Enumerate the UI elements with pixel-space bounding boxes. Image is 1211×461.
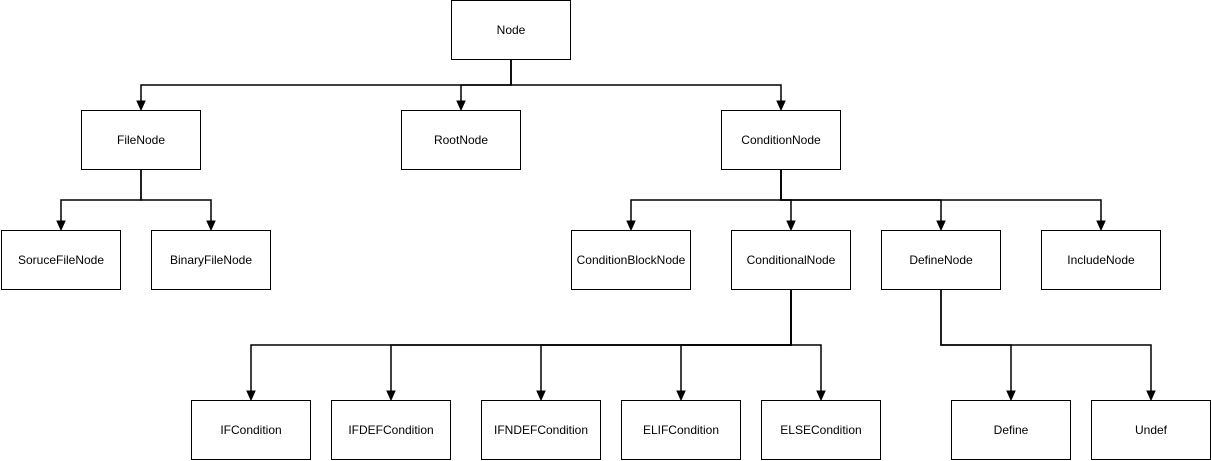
node-label: ELSECondition	[780, 423, 862, 437]
arrowhead-icon	[1006, 390, 1016, 402]
node-box-undef[interactable]: Undef	[1091, 400, 1211, 460]
connector-node-to-filenode	[140, 60, 512, 102]
arrowhead-icon	[246, 390, 256, 402]
node-box-elifcondition[interactable]: ELIFCondition	[621, 400, 741, 460]
connector-conditionalnode-to-ifndefcondition	[540, 290, 792, 392]
node-box-definenode[interactable]: DefineNode	[881, 230, 1001, 290]
node-label: IncludeNode	[1067, 253, 1135, 267]
node-box-filenode[interactable]: FileNode	[81, 110, 201, 170]
node-box-rootnode[interactable]: RootNode	[401, 110, 521, 170]
node-box-ifndefcondition[interactable]: IFNDEFCondition	[481, 400, 601, 460]
node-box-ifdefcondition[interactable]: IFDEFCondition	[331, 400, 451, 460]
node-label: RootNode	[433, 133, 489, 147]
node-box-includenode[interactable]: IncludeNode	[1041, 230, 1161, 290]
node-box-conditionblocknode[interactable]: ConditionBlockNode	[571, 230, 691, 290]
node-label: Define	[993, 423, 1029, 437]
node-box-sourcefilenode[interactable]: SoruceFileNode	[1, 230, 121, 290]
node-box-conditionalnode[interactable]: ConditionalNode	[731, 230, 851, 290]
arrowhead-icon	[136, 100, 146, 112]
arrowhead-icon	[206, 220, 216, 232]
node-box-ifcondition[interactable]: IFCondition	[191, 400, 311, 460]
connector-definenode-to-define	[940, 290, 1012, 392]
arrowhead-icon	[1146, 390, 1156, 402]
arrowhead-icon	[776, 100, 786, 112]
arrowhead-icon	[386, 390, 396, 402]
connector-filenode-to-sourcefilenode	[60, 170, 142, 222]
connector-node-to-rootnode	[460, 60, 512, 102]
connector-conditionalnode-to-elsecondition	[790, 290, 822, 392]
arrowhead-icon	[816, 390, 826, 402]
node-box-elsecondition[interactable]: ELSECondition	[761, 400, 881, 460]
node-box-conditionnode[interactable]: ConditionNode	[721, 110, 841, 170]
connector-conditionnode-to-includenode	[780, 170, 1102, 222]
node-label: Undef	[1134, 423, 1168, 437]
connector-conditionalnode-to-ifcondition	[250, 290, 792, 392]
connector-node-to-conditionnode	[510, 60, 782, 102]
connector-conditionnode-to-conditionalnode	[780, 170, 792, 222]
node-label: IFDEFCondition	[348, 423, 434, 437]
connector-filenode-to-binaryfilenode	[140, 170, 212, 222]
arrowhead-icon	[786, 220, 796, 232]
connector-conditionalnode-to-ifdefcondition	[390, 290, 792, 392]
arrowhead-icon	[456, 100, 466, 112]
connector-conditionnode-to-conditionblocknode	[630, 170, 782, 222]
node-label: ConditionalNode	[746, 253, 836, 267]
arrowhead-icon	[56, 220, 66, 232]
node-label: ConditionBlockNode	[576, 253, 686, 267]
node-box-binaryfilenode[interactable]: BinaryFileNode	[151, 230, 271, 290]
node-box-define[interactable]: Define	[951, 400, 1071, 460]
arrowhead-icon	[1096, 220, 1106, 232]
node-label: ELIFCondition	[642, 423, 720, 437]
connector-conditionnode-to-definenode	[780, 170, 942, 222]
arrowhead-icon	[676, 390, 686, 402]
node-label: ConditionNode	[741, 133, 821, 147]
node-label: IFCondition	[220, 423, 282, 437]
arrowhead-icon	[536, 390, 546, 402]
node-label: Node	[496, 23, 526, 37]
arrowhead-icon	[936, 220, 946, 232]
connector-conditionalnode-to-elifcondition	[680, 290, 792, 392]
node-label: IFNDEFCondition	[493, 423, 589, 437]
node-label: SoruceFileNode	[17, 253, 105, 267]
node-box-node[interactable]: Node	[451, 0, 571, 60]
node-label: DefineNode	[909, 253, 973, 267]
arrowhead-icon	[626, 220, 636, 232]
node-label: BinaryFileNode	[169, 253, 253, 267]
connector-definenode-to-undef	[940, 290, 1152, 392]
node-label: FileNode	[116, 133, 166, 147]
